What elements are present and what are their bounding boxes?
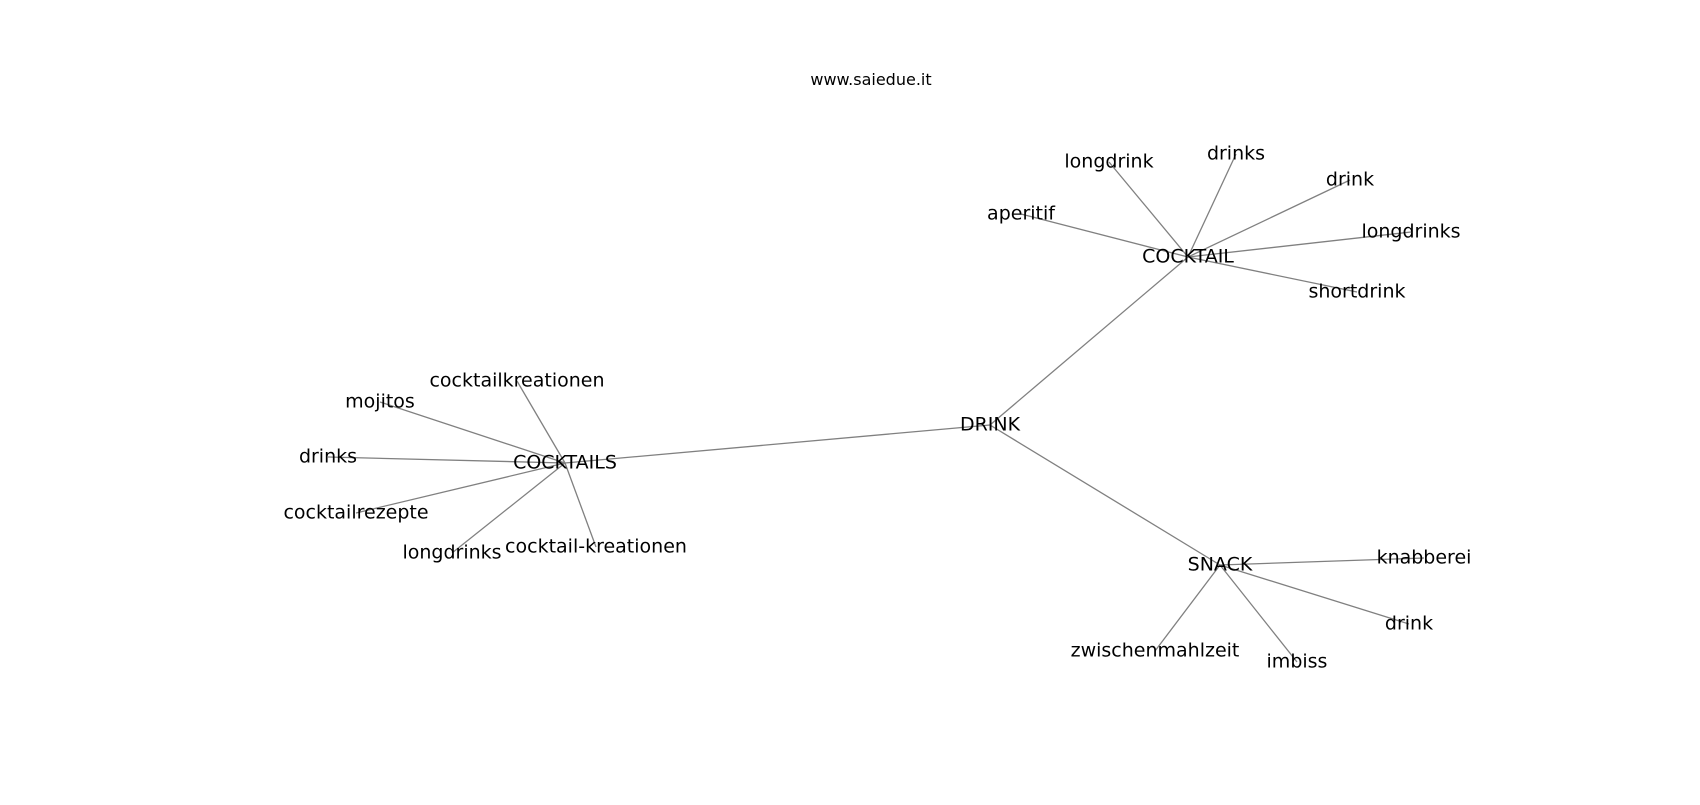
edge-drink_root-cocktail (989, 256, 1189, 426)
edge-cocktails-cs_longdrinks (451, 462, 566, 554)
node-label-cocktail: COCKTAIL (1142, 246, 1234, 268)
edge-cocktail-c_aperitif (1020, 213, 1189, 258)
edge-cocktails-cs_mojitos (379, 401, 566, 464)
edge-snack-s_drink (1219, 564, 1410, 625)
edge-cocktails-cs_cocktailkreationen (516, 380, 566, 464)
node-label-cocktails: COCKTAILS (513, 452, 617, 474)
edge-snack-s_imbiss (1219, 564, 1298, 663)
node-label-cs-cocktailrezepte: cocktailrezepte (283, 502, 428, 524)
node-label-cs-mojitos: mojitos (345, 391, 415, 413)
node-label-s-knabberei: knabberei (1377, 547, 1472, 569)
node-label-c-drink: drink (1326, 169, 1374, 191)
node-label-c-aperitif: aperitif (987, 203, 1056, 225)
node-label-snack: SNACK (1188, 554, 1253, 576)
site-caption: www.saiedue.it (810, 70, 932, 89)
edge-cocktails-cs_drinks (327, 456, 566, 464)
labels-layer: DRINK COCKTAIL COCKTAILS SNACK longdrink drin… (283, 143, 1471, 673)
edge-cocktails-cs_cocktail_kreationen (564, 462, 597, 548)
edge-cocktails-cs_cocktailrezepte (355, 462, 566, 514)
node-label-c-drinks: drinks (1207, 143, 1265, 165)
edge-cocktail-c_longdrinks (1187, 231, 1412, 258)
edge-snack-s_zwischenmahlzeit (1154, 564, 1221, 652)
node-label-s-drink: drink (1385, 613, 1433, 635)
node-label-s-zwischenmahlzeit: zwischenmahlzeit (1071, 640, 1240, 662)
edge-drink_root-snack (989, 424, 1221, 566)
node-label-cs-cocktail-kreationen: cocktail-kreationen (505, 536, 687, 558)
node-label-drink-root: DRINK (960, 414, 1021, 436)
edge-cocktail-c_drink (1187, 179, 1351, 258)
edge-cocktail-c_longdrink (1108, 161, 1189, 258)
node-label-cs-drinks: drinks (299, 446, 357, 468)
edge-drink_root-cocktails (564, 424, 991, 464)
node-label-c-shortdrink: shortdrink (1308, 281, 1405, 303)
node-label-cs-cocktailkreationen: cocktailkreationen (429, 370, 604, 392)
node-label-c-longdrink: longdrink (1064, 151, 1153, 173)
node-label-c-longdrinks: longdrinks (1361, 221, 1460, 243)
edges-layer (327, 153, 1425, 663)
edge-cocktail-c_shortdrink (1187, 256, 1358, 293)
node-label-cs-longdrinks: longdrinks (402, 542, 501, 564)
node-label-s-imbiss: imbiss (1267, 651, 1328, 673)
edge-snack-s_knabberei (1219, 557, 1425, 566)
edge-cocktail-c_drinks (1187, 153, 1237, 258)
